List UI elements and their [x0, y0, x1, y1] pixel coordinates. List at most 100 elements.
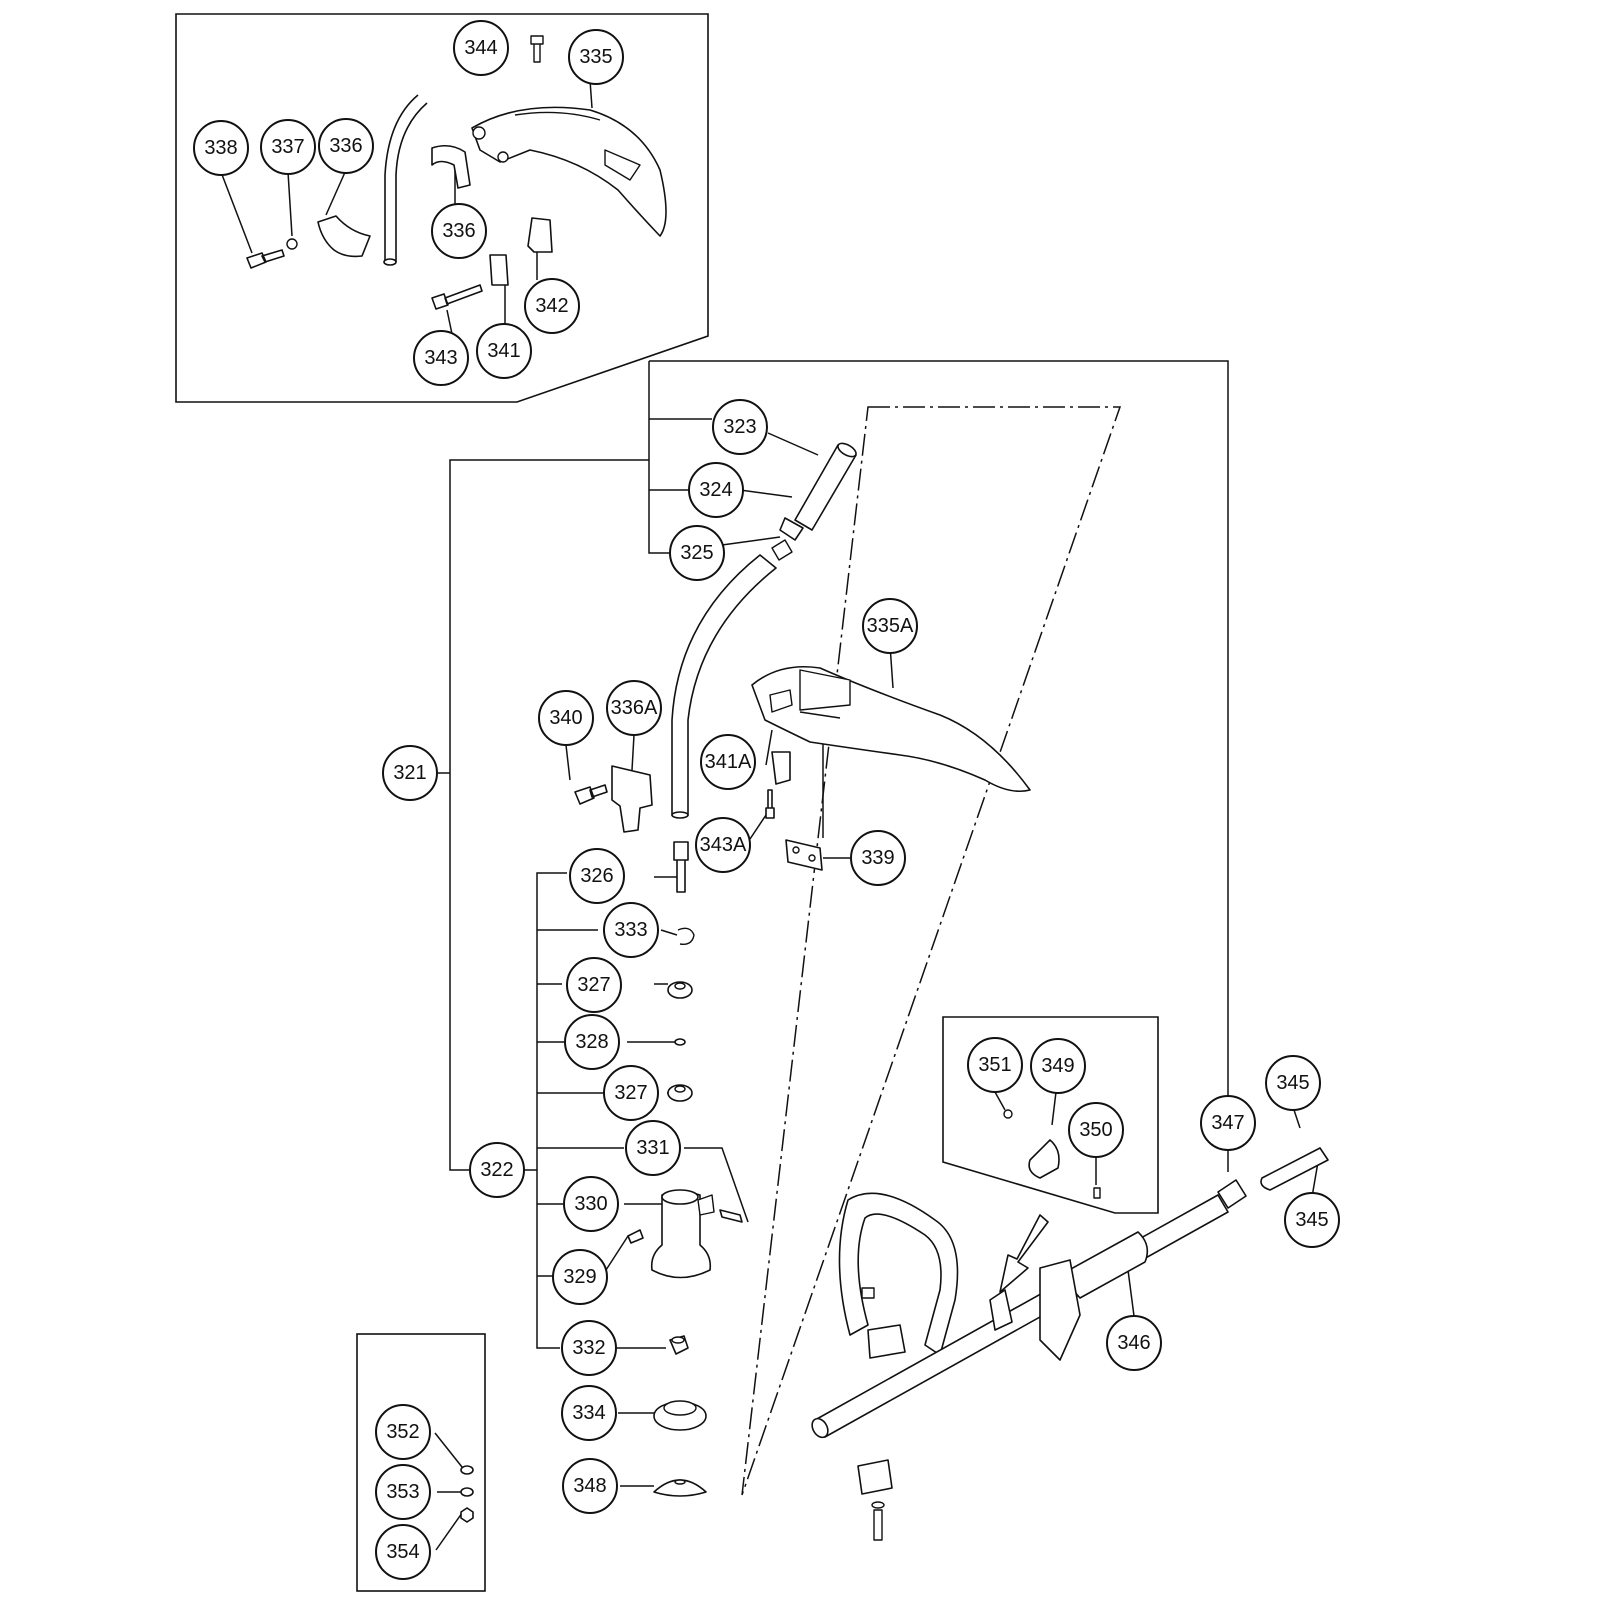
shaft-326	[673, 841, 689, 893]
callout-337: 337	[260, 119, 316, 175]
svg-text:336: 336	[442, 220, 475, 242]
callout-336-lower: 336	[431, 203, 487, 259]
svg-text:341A: 341A	[705, 751, 752, 773]
svg-text:343: 343	[424, 347, 457, 369]
handle-tube-321	[671, 539, 793, 819]
svg-text:334: 334	[572, 1402, 605, 1424]
bolt-343	[431, 284, 483, 310]
bracket-342	[489, 217, 553, 286]
assembly-direction-arrow-icon	[999, 1214, 1049, 1293]
svg-text:341: 341	[487, 340, 520, 362]
guard-335A	[751, 665, 1031, 793]
inset-frame-hardware	[356, 1333, 486, 1592]
callout-345-upper: 345	[1265, 1055, 1321, 1111]
svg-text:340: 340	[549, 707, 582, 729]
callout-338: 338	[193, 120, 249, 176]
guard-335	[471, 106, 667, 237]
clamp-336A	[611, 765, 653, 833]
pipe-main	[811, 1194, 1229, 1439]
inset-frame-switch	[942, 1016, 1159, 1214]
bolt-343A	[765, 789, 775, 819]
svg-text:350: 350	[1079, 1119, 1112, 1141]
callout-336-upper: 336	[318, 118, 374, 174]
callout-330: 330	[563, 1176, 619, 1232]
boundary-pipe-view	[741, 406, 1122, 1496]
hardware-inset	[460, 1465, 474, 1523]
loop-handle	[838, 1192, 959, 1356]
bolt-331	[719, 1209, 743, 1223]
svg-text:344: 344	[464, 37, 497, 59]
svg-text:329: 329	[563, 1266, 596, 1288]
callout-326: 326	[569, 848, 625, 904]
svg-text:327: 327	[614, 1082, 647, 1104]
svg-text:345: 345	[1295, 1209, 1328, 1231]
svg-text:327: 327	[577, 974, 610, 996]
plate-339	[785, 839, 823, 871]
svg-text:349: 349	[1041, 1055, 1074, 1077]
callout-325: 325	[669, 525, 725, 581]
group-brackets	[430, 360, 1229, 1349]
callout-344: 344	[453, 20, 509, 76]
callout-351: 351	[967, 1037, 1023, 1093]
callout-327-upper: 327	[566, 957, 622, 1013]
snap-ring-333	[677, 927, 695, 945]
sleeve-345	[1260, 1147, 1329, 1191]
washer-334	[653, 1400, 707, 1431]
callout-335: 335	[568, 29, 624, 85]
bolt-340	[574, 784, 608, 805]
callout-322: 322	[469, 1142, 525, 1198]
svg-text:348: 348	[573, 1475, 606, 1497]
callout-348: 348	[562, 1458, 618, 1514]
nut-332	[669, 1335, 689, 1355]
inset-frame-top	[175, 13, 709, 403]
svg-text:331: 331	[636, 1137, 669, 1159]
svg-text:351: 351	[978, 1054, 1011, 1076]
svg-text:338: 338	[204, 137, 237, 159]
svg-text:336: 336	[329, 135, 362, 157]
svg-text:353: 353	[386, 1481, 419, 1503]
leader-lines	[220, 47, 1319, 1551]
clamp-lower	[857, 1459, 893, 1541]
grip-323-324	[779, 442, 857, 541]
callout-342: 342	[524, 278, 580, 334]
svg-text:335: 335	[579, 46, 612, 68]
svg-text:346: 346	[1117, 1332, 1150, 1354]
svg-text:337: 337	[271, 136, 304, 158]
svg-text:324: 324	[699, 479, 732, 501]
callout-339: 339	[850, 830, 906, 886]
callout-354: 354	[375, 1524, 431, 1580]
bearing-327a	[667, 981, 693, 999]
callout-350: 350	[1068, 1102, 1124, 1158]
callout-328: 328	[564, 1014, 620, 1070]
svg-text:335A: 335A	[867, 615, 914, 637]
bracket-341A	[771, 751, 791, 785]
cover-348	[653, 1479, 707, 1497]
callout-321: 321	[382, 745, 438, 801]
arrow-assembly	[999, 1214, 1049, 1293]
collar-328	[674, 1038, 686, 1046]
callout-333: 333	[603, 902, 659, 958]
callout-353: 353	[375, 1464, 431, 1520]
callout-329: 329	[552, 1249, 608, 1305]
plug-347	[1217, 1179, 1247, 1209]
bolt-329	[627, 1229, 644, 1244]
clamp-upper	[861, 1287, 906, 1359]
handle-tube-inset	[383, 94, 428, 266]
gear-case-330	[650, 1189, 715, 1279]
svg-text:326: 326	[580, 865, 613, 887]
bolt-338	[246, 238, 298, 269]
clamp-336-inset	[317, 144, 471, 258]
callout-335A: 335A	[862, 598, 918, 654]
svg-text:347: 347	[1211, 1112, 1244, 1134]
svg-text:323: 323	[723, 416, 756, 438]
svg-text:352: 352	[386, 1421, 419, 1443]
callout-331: 331	[625, 1120, 681, 1176]
callout-327-lower: 327	[603, 1065, 659, 1121]
callout-336A: 336A	[606, 680, 662, 736]
callout-343A: 343A	[695, 817, 751, 873]
callout-346: 346	[1106, 1315, 1162, 1371]
svg-text:332: 332	[572, 1337, 605, 1359]
grip-346	[1039, 1231, 1149, 1361]
